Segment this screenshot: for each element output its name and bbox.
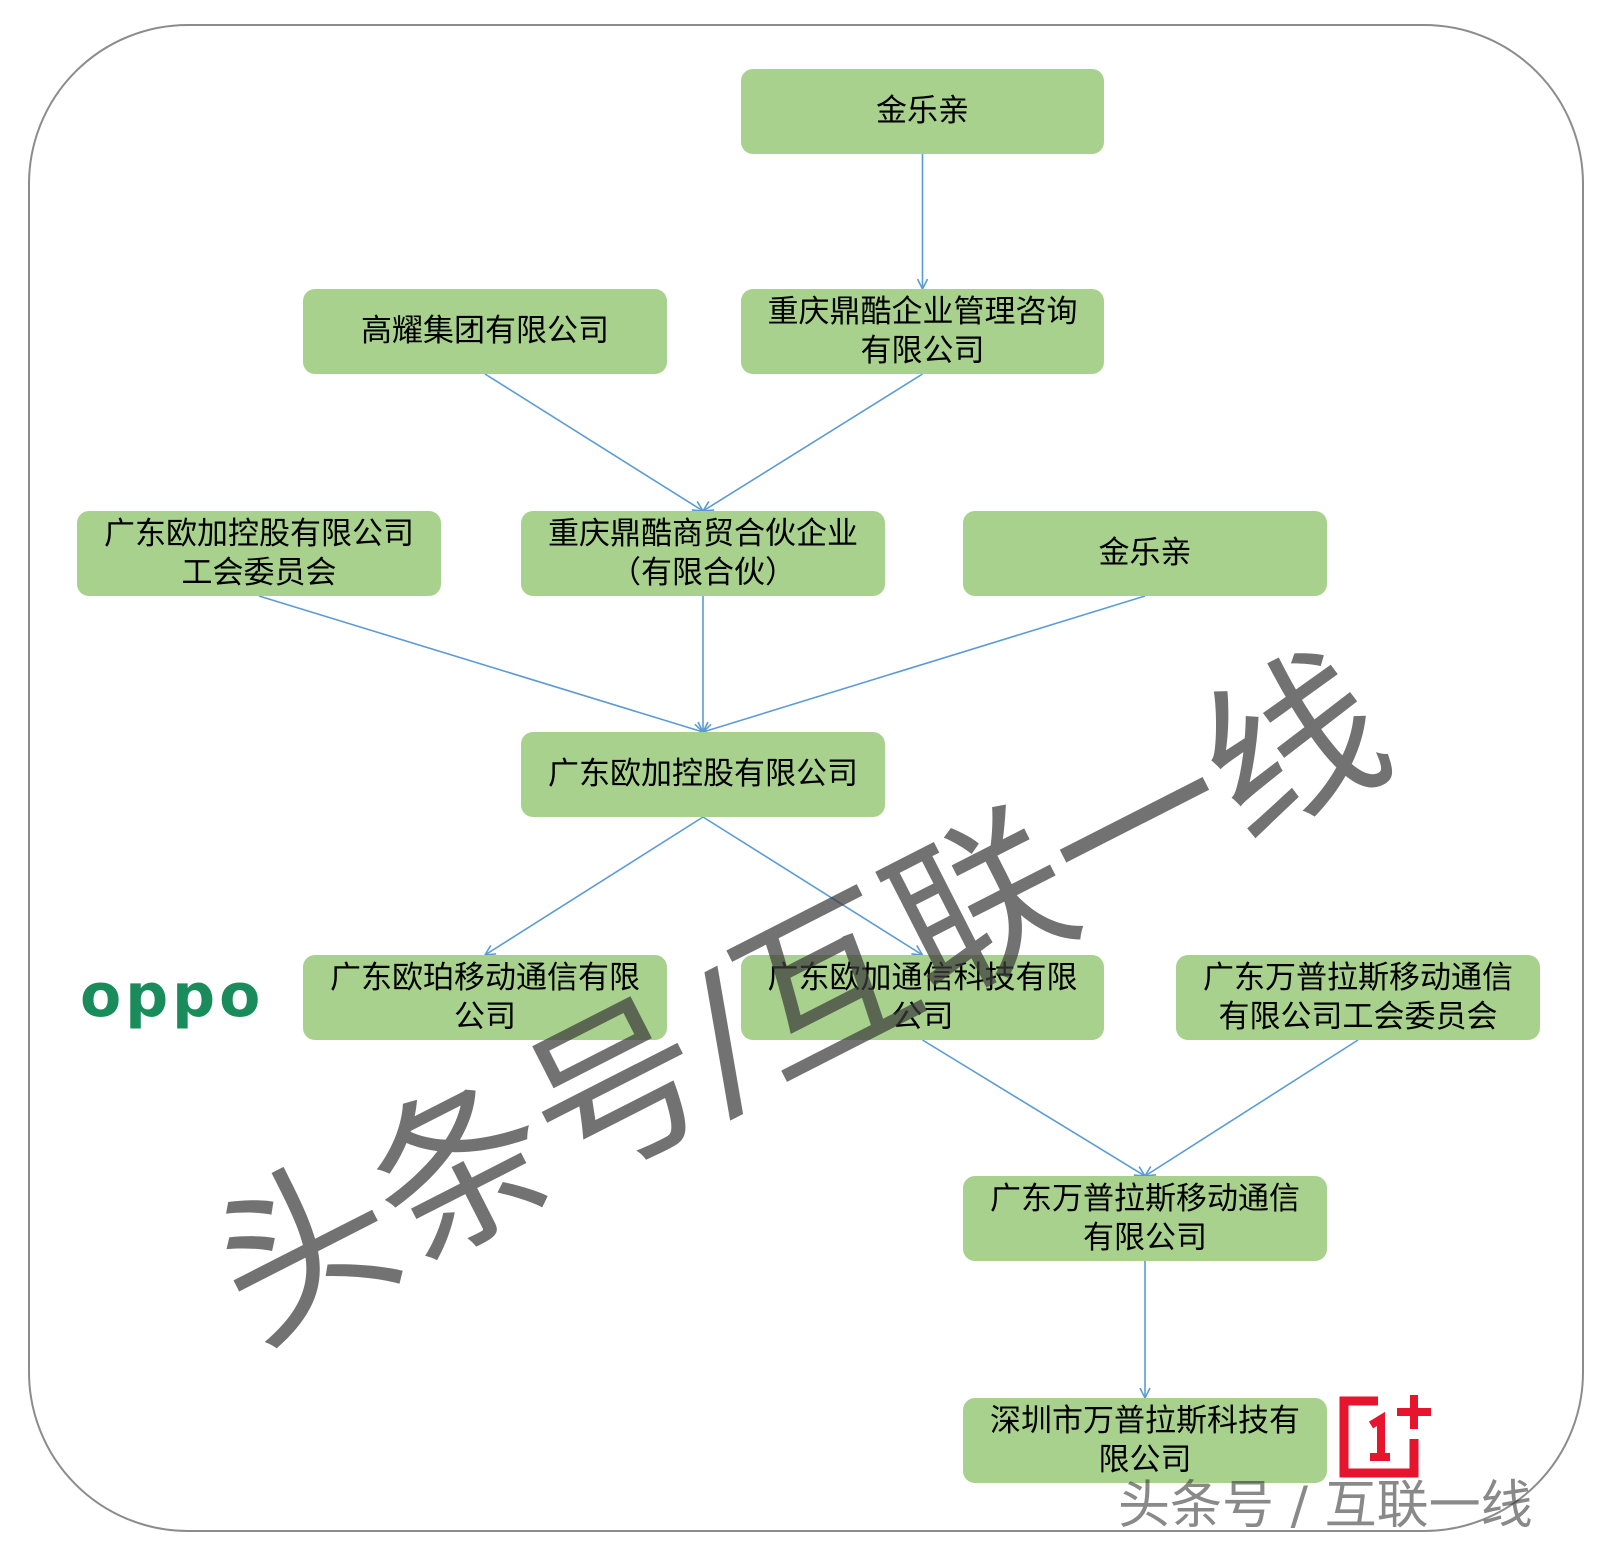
edge-n7-to-n8	[485, 816, 704, 955]
node-oneplus-union-committee: 广东万普拉斯移动通信 有限公司工会委员会	[1176, 955, 1540, 1040]
oppo-logo: oppo	[80, 961, 265, 1031]
edge-n9-to-n11	[922, 1039, 1146, 1176]
edge-n6-to-n7	[703, 595, 1146, 732]
watermark-small: 头条号 / 互联一线	[1118, 1476, 1533, 1536]
node-gaoyao-group: 高耀集团有限公司	[303, 289, 667, 374]
node-ouja-union-committee: 广东欧加控股有限公司 工会委员会	[77, 511, 441, 596]
node-shenzhen-oneplus-tech: 深圳市万普拉斯科技有 限公司	[963, 1398, 1327, 1483]
node-chongqing-dingku-partnership: 重庆鼎酷商贸合伙企业 （有限合伙）	[521, 511, 885, 596]
rounded-frame	[28, 24, 1584, 1532]
node-jinleqin-right: 金乐亲	[963, 511, 1327, 596]
node-ouja-holding: 广东欧加控股有限公司	[521, 732, 885, 817]
edge-n7-to-n9	[702, 816, 923, 955]
node-jinleqin-top: 金乐亲	[741, 69, 1104, 154]
edge-n2-to-n5	[484, 373, 703, 511]
node-oneplus-mobile: 广东万普拉斯移动通信 有限公司	[963, 1176, 1327, 1261]
node-chongqing-dingku-consulting: 重庆鼎酷企业管理咨询 有限公司	[741, 289, 1104, 374]
edge-n3-to-n5	[703, 373, 923, 511]
edge-n4-to-n7	[258, 595, 703, 732]
edge-n10-to-n11	[1145, 1039, 1359, 1176]
node-ouja-tech: 广东欧加通信科技有限 公司	[741, 955, 1104, 1040]
oneplus-logo	[1339, 1395, 1431, 1478]
node-oppo-mobile: 广东欧珀移动通信有限 公司	[303, 955, 667, 1040]
